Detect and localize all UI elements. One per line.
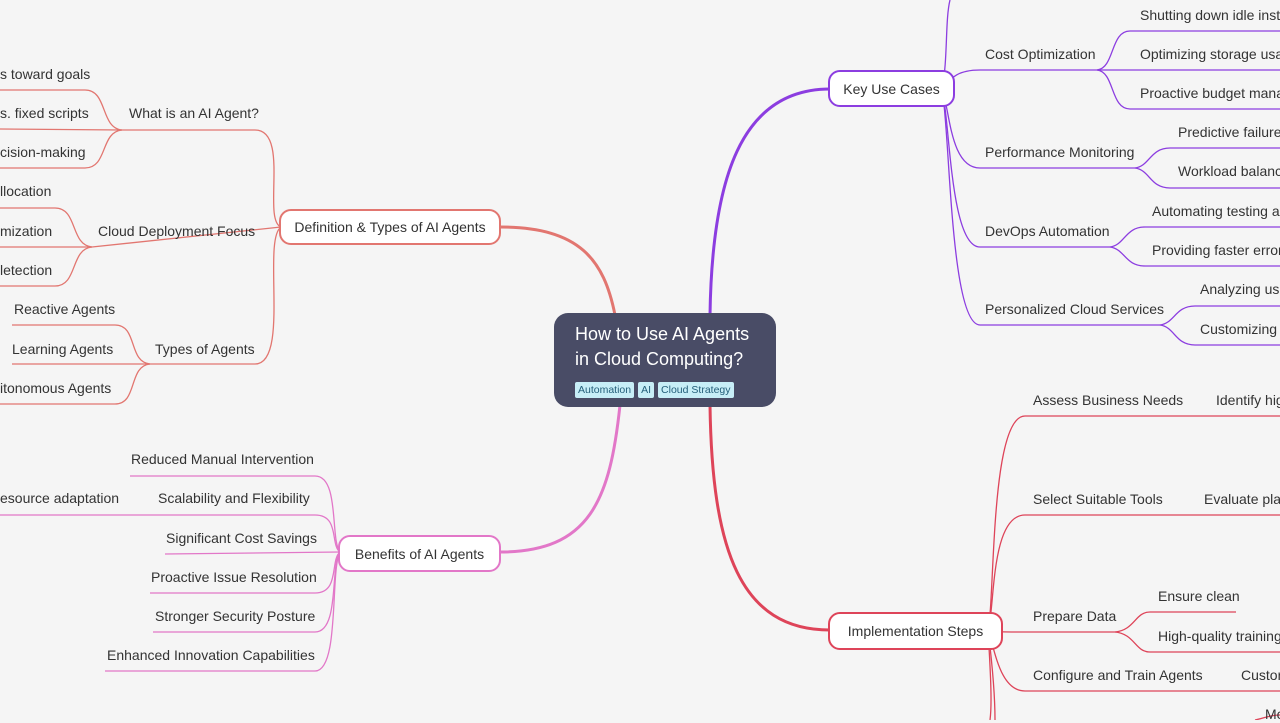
leaf-partial-mc[interactable]: Mc	[1265, 706, 1280, 722]
leaf-reactive-agents[interactable]: Reactive Agents	[14, 301, 116, 317]
root-tags: Automation AI Cloud Strategy	[575, 382, 734, 398]
topic-definition[interactable]: Definition & Types of AI Agents	[279, 209, 501, 245]
usecase-performance-monitoring[interactable]: Performance Monitoring	[985, 144, 1135, 160]
leaf-ensure-clean[interactable]: Ensure clean	[1158, 588, 1240, 604]
leaf-faster-error[interactable]: Providing faster error	[1152, 242, 1280, 258]
step-configure-train[interactable]: Configure and Train Agents	[1033, 667, 1203, 683]
leaf-autonomous-agents[interactable]: itonomous Agents	[0, 380, 112, 396]
benefit-scalability-detail[interactable]: esource adaptation	[0, 490, 120, 506]
link-root-benefits	[499, 404, 622, 554]
benefits-links	[0, 475, 341, 672]
benefit-security[interactable]: Stronger Security Posture	[155, 608, 316, 624]
tag-automation[interactable]: Automation	[575, 382, 635, 398]
leaf-customize[interactable]: Custor	[1241, 667, 1280, 683]
topic-use-cases[interactable]: Key Use Cases	[828, 70, 955, 107]
leaf-analyzing-use[interactable]: Analyzing use	[1200, 281, 1280, 297]
topic-implementation[interactable]: Implementation Steps	[828, 612, 1003, 650]
leaf-detection[interactable]: letection	[0, 262, 53, 278]
leaf-optimization[interactable]: mization	[0, 223, 53, 239]
benefit-scalability[interactable]: Scalability and Flexibility	[158, 490, 310, 506]
subtopic-cloud-deployment[interactable]: Cloud Deployment Focus	[98, 223, 256, 239]
subtopic-what-is-agent[interactable]: What is an AI Agent?	[129, 105, 259, 121]
topic-benefits-label: Benefits of AI Agents	[354, 545, 485, 562]
leaf-predictive-failure[interactable]: Predictive failure	[1178, 124, 1280, 140]
link-root-definition	[499, 225, 617, 316]
leaf-allocation[interactable]: llocation	[0, 183, 52, 199]
leaf-goals[interactable]: s toward goals	[0, 66, 91, 82]
step-prepare-data[interactable]: Prepare Data	[1033, 608, 1117, 624]
tag-cloud-strategy[interactable]: Cloud Strategy	[658, 382, 734, 398]
topic-implementation-label: Implementation Steps	[847, 623, 984, 639]
usecases-links	[941, 0, 1280, 346]
definition-links	[0, 89, 282, 405]
leaf-workload-balancing[interactable]: Workload balanci	[1178, 163, 1280, 179]
topic-use-cases-label: Key Use Cases	[843, 80, 940, 97]
leaf-budget-management[interactable]: Proactive budget manag	[1140, 85, 1280, 101]
leaf-evaluate-platforms[interactable]: Evaluate plat	[1204, 491, 1280, 507]
leaf-idle-instances[interactable]: Shutting down idle insta	[1140, 7, 1280, 23]
benefit-innovation[interactable]: Enhanced Innovation Capabilities	[107, 647, 315, 663]
leaf-storage-usage[interactable]: Optimizing storage usag	[1140, 46, 1280, 62]
topic-definition-label: Definition & Types of AI Agents	[294, 219, 486, 235]
root-topic[interactable]: How to Use AI Agents in Cloud Computing?…	[554, 313, 776, 407]
usecase-personalized-services[interactable]: Personalized Cloud Services	[985, 301, 1164, 317]
benefit-cost-savings[interactable]: Significant Cost Savings	[166, 530, 317, 546]
usecase-devops-automation[interactable]: DevOps Automation	[985, 223, 1110, 239]
leaf-learning-agents[interactable]: Learning Agents	[12, 341, 114, 357]
benefit-reduced-manual[interactable]: Reduced Manual Intervention	[131, 451, 314, 467]
usecase-cost-optimization[interactable]: Cost Optimization	[985, 46, 1096, 62]
step-select-tools[interactable]: Select Suitable Tools	[1033, 491, 1163, 507]
leaf-customizing[interactable]: Customizing a	[1200, 321, 1280, 337]
subtopic-types-of-agents[interactable]: Types of Agents	[155, 341, 255, 357]
leaf-identify-high[interactable]: Identify hig	[1216, 392, 1280, 408]
leaf-decision-making[interactable]: cision-making	[0, 144, 86, 160]
link-root-usecases	[708, 87, 831, 316]
leaf-automating-testing[interactable]: Automating testing ar	[1152, 203, 1280, 219]
tag-ai[interactable]: AI	[638, 382, 655, 398]
benefit-issue-resolution[interactable]: Proactive Issue Resolution	[151, 569, 317, 585]
leaf-high-quality-training[interactable]: High-quality training	[1158, 628, 1280, 644]
topic-benefits[interactable]: Benefits of AI Agents	[338, 535, 501, 572]
step-assess-needs[interactable]: Assess Business Needs	[1033, 392, 1184, 408]
root-title: How to Use AI Agents in Cloud Computing?	[575, 324, 750, 369]
leaf-fixed-scripts[interactable]: s. fixed scripts	[0, 105, 89, 121]
link-root-implementation	[708, 404, 831, 632]
